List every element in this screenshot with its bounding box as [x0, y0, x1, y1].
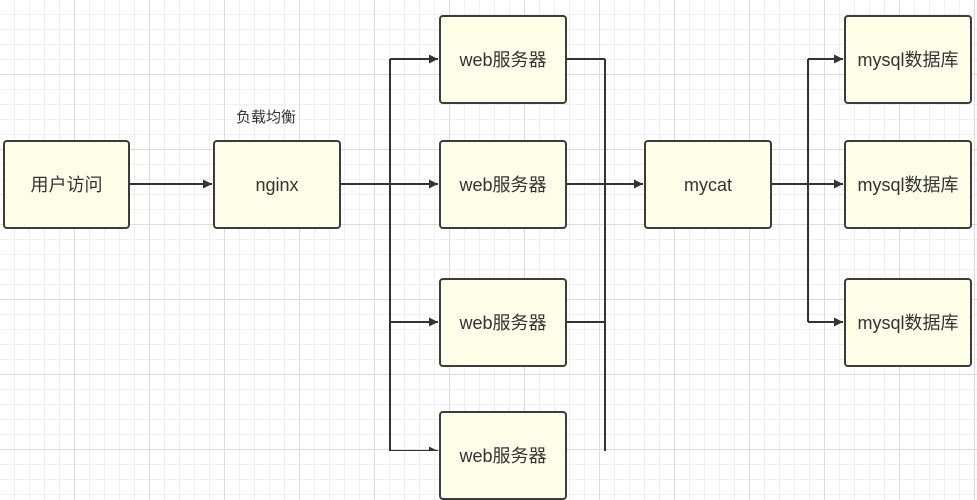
node-web-server-2[interactable]: web服务器 — [439, 140, 567, 229]
node-mysql-db-3[interactable]: mysql数据库 — [844, 278, 972, 367]
node-mycat[interactable]: mycat — [644, 140, 772, 229]
node-web-server-3[interactable]: web服务器 — [439, 278, 567, 367]
node-web-server-4[interactable]: web服务器 — [439, 411, 567, 500]
node-mysql-db-2[interactable]: mysql数据库 — [844, 140, 972, 229]
load-balance-label: 负载均衡 — [236, 109, 297, 126]
node-mysql-db-1[interactable]: mysql数据库 — [844, 15, 972, 104]
node-web-server-1[interactable]: web服务器 — [439, 15, 567, 104]
node-nginx[interactable]: nginx — [213, 140, 341, 229]
node-user-access[interactable]: 用户访问 — [3, 140, 130, 229]
connector-lines — [129, 54, 843, 451]
